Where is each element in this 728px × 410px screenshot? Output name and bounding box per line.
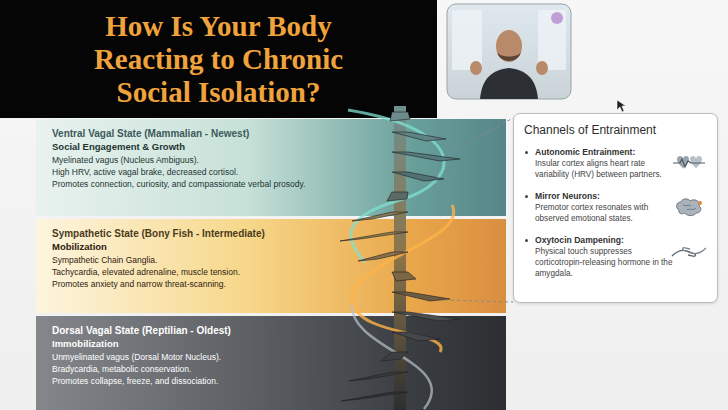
bullet-dot [525,239,528,242]
item-detail: Insular cortex aligns heart rate variabi… [535,158,673,180]
bullet-dot [525,151,528,154]
state-detail: Tachycardia, elevated adrenaline, muscle… [52,266,337,278]
state-subheading: Mobilization [52,240,337,253]
state-detail: Promotes connection, curiosity, and comp… [52,178,337,190]
callout-panel: Channels of EntrainmentAutonomic Entrain… [513,113,718,303]
state-band: Dorsal Vagal State (Reptilian - Oldest)I… [36,316,506,410]
bullet-item: Autonomic Entrainment:Insular cortex ali… [524,147,707,180]
item-detail: Physical touch suppresses corticotropin-… [535,246,673,279]
brain-icon [669,194,709,222]
state-heading: Ventral Vagal State (Mammalian - Newest) [52,127,337,140]
state-detail: Unmyelinated vagus (Dorsal Motor Nucleus… [52,351,337,363]
state-heading: Dorsal Vagal State (Reptilian - Oldest) [52,324,337,337]
state-heading: Sympathetic State (Bony Fish - Intermedi… [52,227,337,240]
state-detail: Bradycardia, metabolic conservation. [52,363,337,375]
item-detail: Premotor cortex resonates with observed … [535,202,673,224]
title-banner: How Is Your Body Reacting to Chronic Soc… [0,0,437,118]
item-heading: Mirror Neurons: [535,191,673,202]
heart-icon [669,150,709,178]
item-heading: Oxytocin Dampening: [535,235,673,246]
panel-title: Channels of Entrainment [524,123,707,138]
slide-title: How Is Your Body Reacting to Chronic Soc… [59,10,379,109]
bullet-item: Mirror Neurons:Premotor cortex resonates… [524,191,707,224]
state-detail: Myelinated vagus (Nucleus Ambiguus). [52,154,337,166]
state-subheading: Immobilization [52,337,337,350]
state-detail: High HRV, active vagal brake, decreased … [52,166,337,178]
state-detail: Promotes anxiety and narrow threat-scann… [52,278,337,290]
state-detail: Sympathetic Chain Ganglia. [52,254,337,266]
bullet-dot [525,195,528,198]
state-band: Ventral Vagal State (Mammalian - Newest)… [36,119,506,216]
bullet-item: Oxytocin Dampening:Physical touch suppre… [524,235,707,279]
hands-icon [669,238,709,266]
state-subheading: Social Engagement & Growth [52,140,337,153]
item-heading: Autonomic Entrainment: [535,147,673,158]
state-detail: Promotes collapse, freeze, and dissociat… [52,375,337,387]
